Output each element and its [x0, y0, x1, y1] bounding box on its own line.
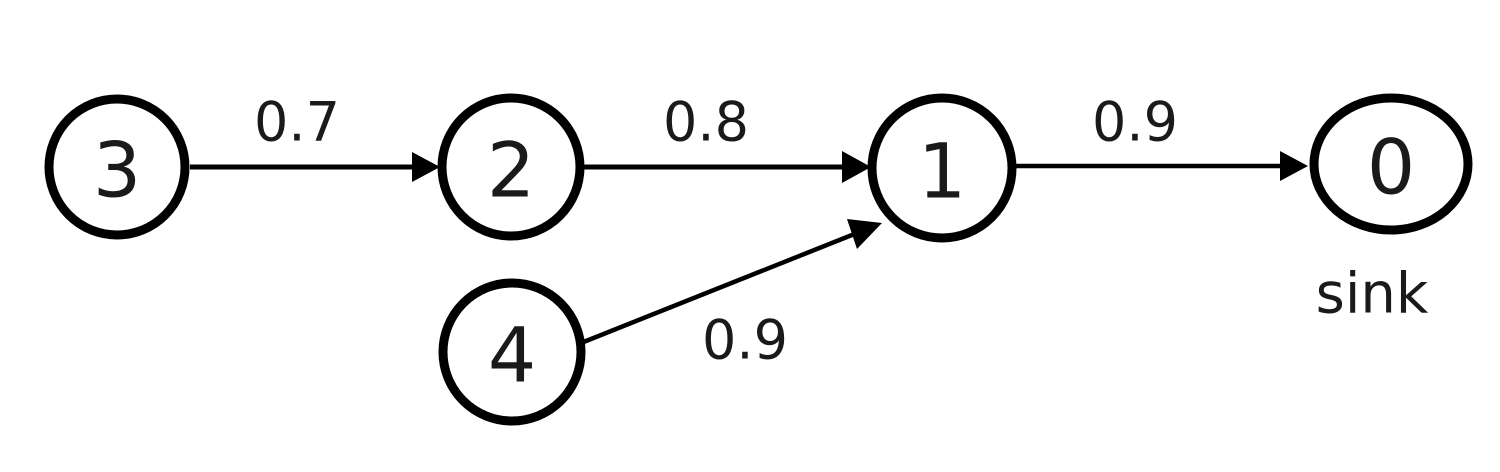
- edge-weight-4-1: 0.9: [702, 309, 788, 372]
- edge-weight-2-1: 0.8: [663, 91, 749, 154]
- node-captions-layer: sink: [1316, 262, 1429, 327]
- arrow-head-4-1: [847, 219, 882, 249]
- edge-4-to-1[interactable]: [575, 219, 882, 348]
- edge-line-4-1: [575, 228, 863, 348]
- edge-3-to-2[interactable]: [190, 152, 440, 182]
- node-3-circle: [44, 94, 190, 240]
- node-3-label: 3: [93, 126, 141, 215]
- node-2[interactable]: 2: [437, 93, 585, 241]
- edge-1-to-0[interactable]: [1015, 151, 1308, 181]
- node-1-label: 1: [918, 127, 966, 216]
- arrow-head-3-2: [412, 152, 440, 182]
- node-0-label: 0: [1367, 123, 1415, 212]
- node-0[interactable]: 0: [1309, 93, 1473, 235]
- node-4[interactable]: 4: [438, 278, 586, 426]
- edges-layer: [190, 151, 1308, 348]
- edge-labels-layer: 0.7 0.8 0.9 0.9: [254, 91, 1178, 372]
- arrow-head-2-1: [842, 151, 871, 183]
- node-0-caption-sink: sink: [1316, 262, 1429, 327]
- edge-weight-3-2: 0.7: [254, 91, 340, 154]
- node-2-circle: [437, 93, 585, 241]
- node-4-label: 4: [488, 311, 536, 400]
- edge-2-to-1[interactable]: [584, 151, 871, 183]
- node-3[interactable]: 3: [44, 94, 190, 240]
- node-1[interactable]: 1: [867, 93, 1017, 243]
- edge-weight-1-0: 0.9: [1092, 91, 1178, 154]
- arrow-head-1-0: [1280, 151, 1308, 181]
- node-0-circle: [1309, 93, 1473, 235]
- nodes-layer: 3 2 1 0 4: [44, 93, 1473, 426]
- node-1-circle: [867, 93, 1017, 243]
- node-4-circle: [438, 278, 586, 426]
- node-2-label: 2: [487, 126, 535, 215]
